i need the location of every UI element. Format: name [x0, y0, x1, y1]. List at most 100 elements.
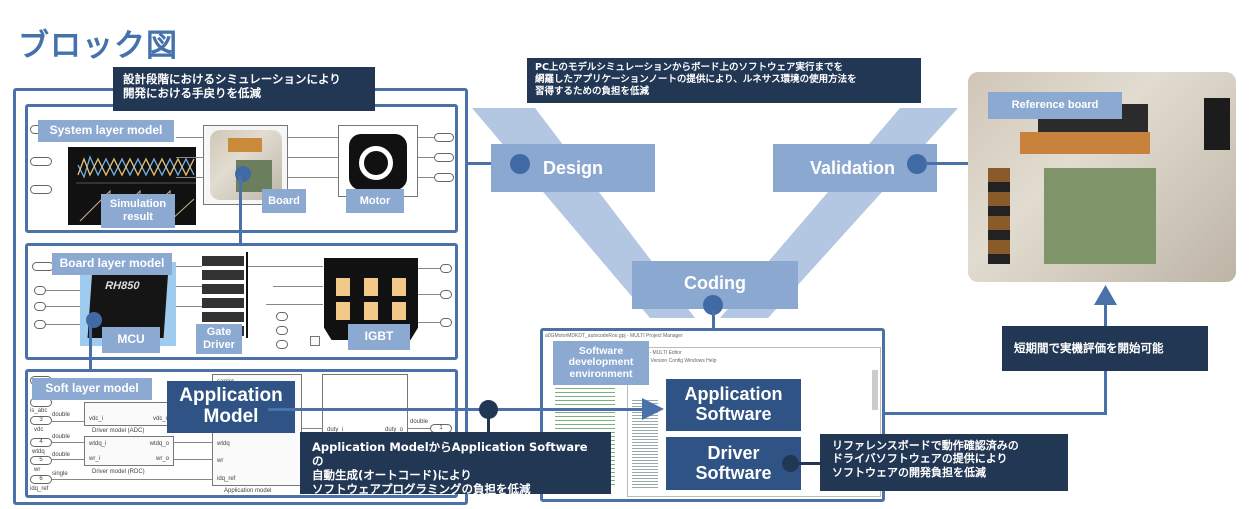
editor-menu: ... Tools Version Config Windows Help — [632, 358, 717, 364]
signal-wire — [418, 177, 438, 178]
design-benefit-note: 設計段階におけるシミュレーションにより 開発における手戻りを低減 — [113, 67, 375, 111]
input-port-6: 6 — [30, 475, 52, 484]
project-manager-title: a0GMotorMDKDT_autocodeRoo.gpj - MULTI Pr… — [545, 333, 683, 339]
rdc-out1: wtdq_o — [149, 441, 169, 447]
coding-dot — [703, 295, 723, 315]
board-label: Board — [262, 189, 306, 213]
bus-bar — [246, 252, 248, 338]
sys-output-port — [434, 153, 454, 162]
signal-wire — [52, 442, 84, 443]
board-block — [203, 125, 288, 205]
adc-caption: Driver model (ADC) — [92, 428, 145, 434]
motor-block — [338, 125, 418, 197]
sys-input-port — [30, 185, 52, 194]
soft-layer-label: Soft layer model — [32, 378, 152, 400]
motor-icon — [349, 134, 407, 190]
board-input-port — [276, 340, 288, 349]
input-type: single — [52, 471, 68, 477]
autocode-dot — [479, 400, 498, 419]
signal-wire — [408, 428, 430, 429]
signal-wire — [46, 290, 88, 291]
signal-wire — [302, 428, 322, 429]
mcu-connector-dot — [86, 312, 102, 328]
editor-title: ..._srcc - MULTI Editor — [632, 350, 682, 356]
board-terminals — [988, 168, 1010, 264]
autocode-arrow-line — [268, 408, 644, 411]
signal-wire — [176, 286, 202, 287]
editor-scrollbar[interactable] — [872, 370, 878, 410]
input-name: wr — [34, 467, 41, 473]
app-port-wtdq: wtdq — [217, 441, 230, 447]
signal-wire — [248, 266, 323, 267]
mcu-chip-text: RH850 — [104, 280, 140, 292]
signal-wire — [418, 294, 442, 295]
igbt-die — [336, 302, 350, 320]
signal-wire — [46, 324, 88, 325]
driver-model-adc-block: vdc_i vdc_o — [84, 402, 174, 426]
driver-benefit-note: リファレンスボードで動作確認済みの ドライバソフトウェアの提供により ソフトウェ… — [820, 434, 1068, 491]
gate-driver-ic — [202, 270, 244, 280]
board-input-port — [34, 302, 46, 311]
signal-wire — [176, 137, 204, 138]
application-software-label: Application Software — [666, 379, 801, 431]
board-input-port — [32, 262, 54, 271]
signal-wire — [176, 306, 202, 307]
signal-wire — [52, 479, 212, 480]
igbt-die — [336, 278, 350, 296]
application-model-label: Application Model — [167, 381, 295, 433]
motor-label: Motor — [346, 189, 404, 213]
input-name: vdc — [34, 427, 44, 433]
board-layer-label: Board layer model — [52, 253, 172, 275]
eval-benefit-note: 短期間で実機評価を開始可能 — [1002, 326, 1208, 371]
motor-icon-ring — [359, 146, 393, 180]
driver-software-label: Driver Software — [666, 437, 801, 490]
signal-wire — [176, 266, 202, 267]
appnote-benefit-note: PC上のモデルシミュレーションからボード上のソフトウェア実行までを 網羅したアプ… — [527, 58, 921, 103]
signal-wire — [418, 322, 442, 323]
page-title: ブロック図 — [18, 28, 178, 64]
sys-output-port — [434, 133, 454, 142]
signal-wire — [288, 177, 338, 178]
input-type: double — [52, 434, 71, 440]
board-output-port — [440, 264, 452, 273]
pwm-in: duty_i — [327, 427, 344, 433]
gate-driver-ic — [202, 284, 244, 294]
signal-wire — [288, 157, 338, 158]
signal-wire — [418, 157, 438, 158]
design-stage-label: Design — [543, 157, 604, 178]
board-output-port — [440, 318, 452, 327]
input-port-3: 3 — [30, 416, 52, 425]
board-connector — [1204, 98, 1230, 150]
software-env-label: Software development environment — [553, 341, 649, 385]
system-layer-label: System layer model — [38, 120, 174, 142]
driver-note-line — [798, 462, 820, 465]
signal-wire — [418, 268, 442, 269]
sys-input-port — [30, 157, 52, 166]
app-port-idq-ref: idq_ref — [217, 476, 236, 482]
board-output-port — [440, 290, 452, 299]
autocode-note-stem — [487, 416, 490, 432]
board-input-port — [276, 312, 288, 321]
input-name: is_abc — [30, 408, 48, 414]
signal-wire — [176, 177, 204, 178]
driver-dot — [782, 455, 799, 472]
board-photo — [210, 130, 282, 200]
adc-in-port: vdc_i — [89, 416, 104, 422]
validation-stage-label: Validation — [810, 157, 896, 178]
signal-wire — [266, 304, 323, 305]
simulation-result-label: Simulation result — [101, 194, 175, 228]
autocode-benefit-note: Application ModelからApplication Softwareの… — [300, 432, 611, 496]
igbt-die — [364, 302, 378, 320]
validation-connector-line — [925, 162, 980, 165]
gate-driver-label: Gate Driver — [196, 324, 242, 354]
app-model-caption: Application model — [224, 488, 272, 494]
rdc-in2: wr_i — [89, 456, 101, 462]
coding-connector-line — [712, 310, 715, 330]
rdc-out2: wr_o — [155, 456, 169, 462]
signal-wire — [174, 442, 212, 443]
input-port-4: 4 — [30, 438, 52, 447]
gate-driver-ic — [202, 256, 244, 266]
logic-block — [310, 336, 320, 346]
input-type: double — [52, 412, 71, 418]
mcu-label: MCU — [102, 327, 160, 353]
